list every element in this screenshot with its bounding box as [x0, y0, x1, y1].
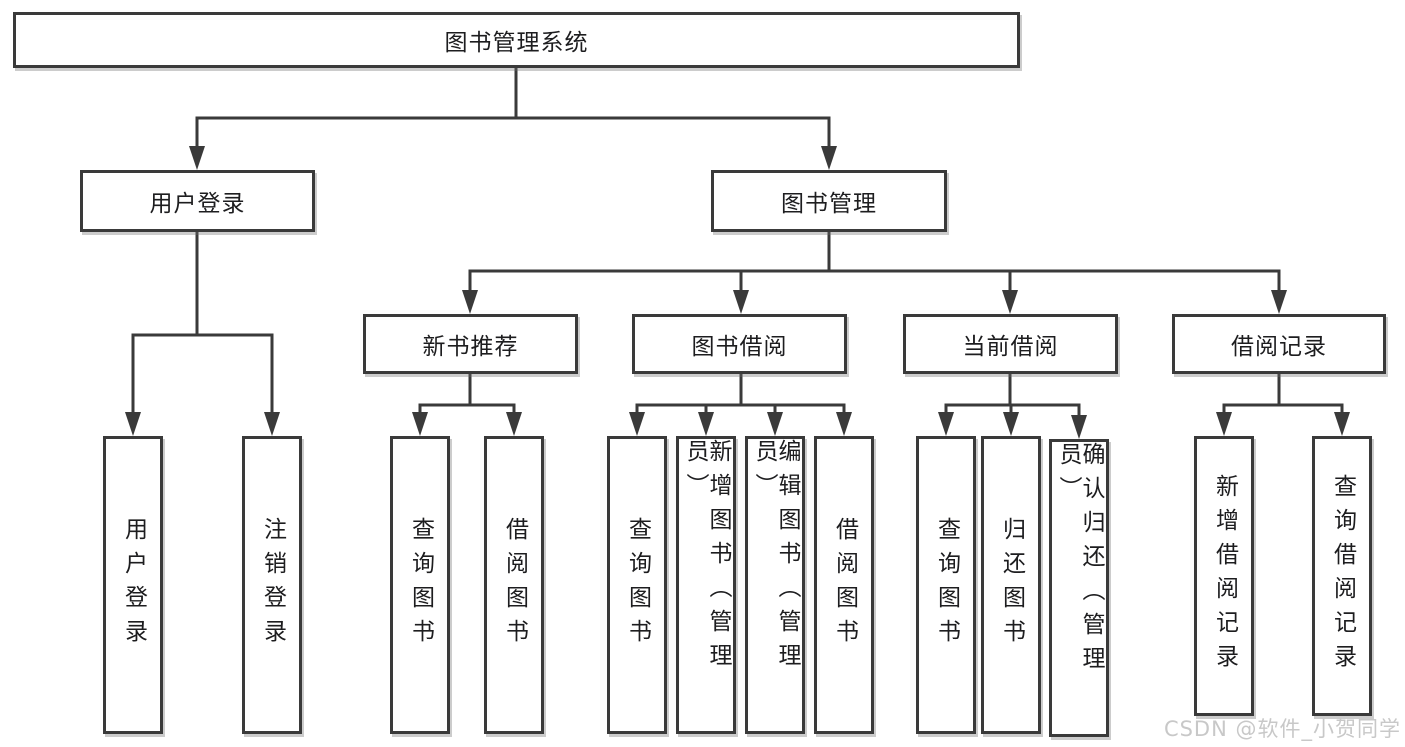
node-book-borrow: 图书借阅 [632, 314, 847, 374]
node-new-book-recommend: 新书推荐 [363, 314, 578, 374]
node-user-login: 用户登录 [80, 170, 315, 232]
leaf-confirm-return-admin: 确认归还（管理员） [1049, 439, 1109, 737]
leaf-add-book-admin: 新增图书（管理员） [676, 436, 736, 734]
leaf-query-book-current: 查询图书 [916, 436, 976, 734]
leaf-query-book-borrow: 查询图书 [607, 436, 667, 734]
leaf-add-borrow-record: 新增借阅记录 [1194, 436, 1254, 716]
node-current-borrow: 当前借阅 [903, 314, 1118, 374]
leaf-borrow-book: 借阅图书 [814, 436, 874, 734]
leaf-query-book-recommend: 查询图书 [390, 436, 450, 734]
leaf-borrow-book-recommend: 借阅图书 [484, 436, 544, 734]
leaf-return-book: 归还图书 [981, 436, 1041, 734]
node-borrow-record: 借阅记录 [1172, 314, 1386, 374]
node-book-management: 图书管理 [711, 170, 947, 232]
leaf-edit-book-admin: 编辑图书（管理员） [745, 436, 805, 734]
leaf-logout: 注销登录 [242, 436, 302, 734]
csdn-watermark: CSDN @软件_小贺同学 [1163, 717, 1401, 741]
leaf-user-login: 用户登录 [103, 436, 163, 734]
node-library-system: 图书管理系统 [13, 12, 1020, 68]
leaf-query-borrow-record: 查询借阅记录 [1312, 436, 1372, 716]
